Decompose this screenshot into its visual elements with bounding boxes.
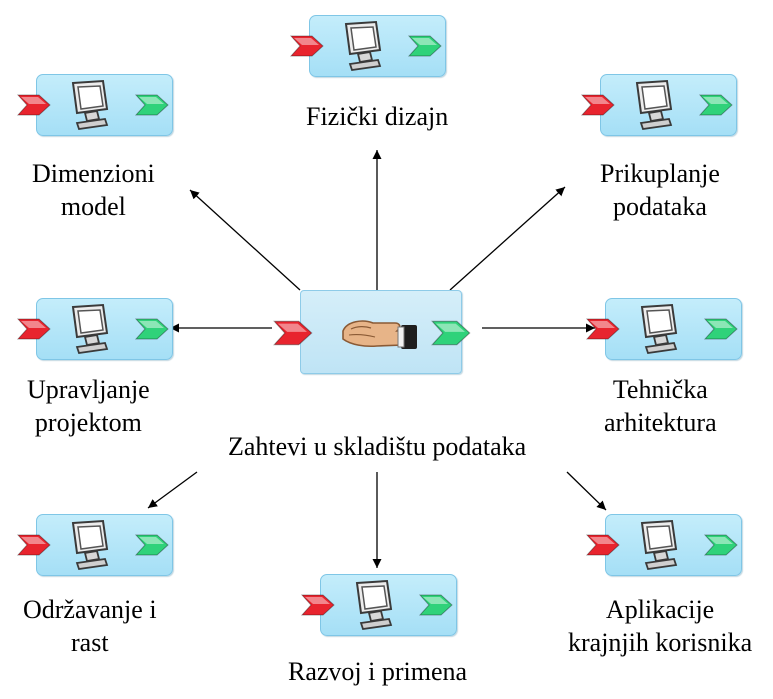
monitor-icon <box>355 579 393 630</box>
output-port-icon <box>135 94 169 116</box>
node-aplikacije-krajnjih-korisnika[interactable] <box>586 514 742 576</box>
output-port-icon <box>419 594 453 616</box>
monitor-icon <box>71 303 109 354</box>
odrzavanje-i-rast-label: Održavanje i rast <box>23 593 157 659</box>
razvoj-i-primena-label: Razvoj i primena <box>288 655 467 688</box>
aplikacije-krajnjih-korisnika-label-line: Aplikacije <box>605 595 715 624</box>
dimenzioni-model-label: Dimenzioni model <box>32 157 155 223</box>
dimenzioni-model-label-line: model <box>60 192 126 221</box>
odrzavanje-i-rast-label-line: rast <box>71 628 109 657</box>
node-prikupljanje-podataka[interactable] <box>581 74 737 136</box>
output-port-icon <box>135 534 169 556</box>
node-razvoj-i-primena[interactable] <box>301 574 457 636</box>
output-port-icon <box>704 534 738 556</box>
odrzavanje-i-rast-label-line: Održavanje i <box>23 595 157 624</box>
upravljanje-projektom-label-line: Upravljanje <box>27 375 150 404</box>
output-port-icon <box>699 94 733 116</box>
arrow-to-prikupljanje-podataka <box>449 186 566 291</box>
monitor-icon <box>640 519 678 570</box>
node-tehnicka-arhitektura[interactable] <box>586 298 742 360</box>
arrow-to-aplikacije-krajnjih-korisnika <box>566 471 607 511</box>
input-port-icon <box>17 534 51 556</box>
arrow-to-dimenzioni-model <box>189 189 301 291</box>
input-port-icon <box>581 94 615 116</box>
hand-icon <box>342 320 417 349</box>
output-port-icon <box>431 320 471 346</box>
output-port-icon <box>704 318 738 340</box>
monitor-icon <box>71 519 109 570</box>
center-node[interactable] <box>273 290 471 374</box>
node-dimenzioni-model[interactable] <box>17 74 173 136</box>
tehnicka-arhitektura-label-line: Tehnička <box>612 375 708 404</box>
fizicki-dizajn-label-line: Fizički dizajn <box>306 102 449 131</box>
razvoj-i-primena-label-line: Razvoj i primena <box>288 657 468 686</box>
input-port-icon <box>17 318 51 340</box>
input-port-icon <box>301 594 335 616</box>
input-port-icon <box>586 534 620 556</box>
node-fizicki-dizajn[interactable] <box>290 15 446 77</box>
output-port-icon <box>135 318 169 340</box>
arrow-to-odrzavanje-i-rast <box>147 471 198 509</box>
input-port-icon <box>17 94 51 116</box>
input-port-icon <box>586 318 620 340</box>
aplikacije-krajnjih-korisnika-label: Aplikacije krajnjih korisnika <box>568 593 752 659</box>
node-upravljanje-projektom[interactable] <box>17 298 173 360</box>
input-port-icon <box>290 35 324 57</box>
prikupljanje-podataka-label: Prikuplanje podataka <box>600 157 720 223</box>
input-port-icon <box>273 320 313 346</box>
tehnicka-arhitektura-label-line: arhitektura <box>604 408 717 437</box>
prikupljanje-podataka-label-line: podataka <box>613 192 707 221</box>
prikupljanje-podataka-label-line: Prikuplanje <box>600 159 720 188</box>
center-label: Zahtevi u skladištu podataka <box>228 432 527 461</box>
monitor-icon <box>640 303 678 354</box>
aplikacije-krajnjih-korisnika-label-line: krajnjih korisnika <box>568 628 753 657</box>
monitor-icon <box>344 20 382 71</box>
upravljanje-projektom-label: Upravljanje projektom <box>27 373 150 439</box>
upravljanje-projektom-label-line: projektom <box>34 408 142 437</box>
output-port-icon <box>408 35 442 57</box>
monitor-icon <box>71 79 109 130</box>
fizicki-dizajn-label: Fizički dizajn <box>306 100 448 133</box>
monitor-icon <box>635 79 673 130</box>
dimenzioni-model-label-line: Dimenzioni <box>32 159 155 188</box>
node-odrzavanje-i-rast[interactable] <box>17 514 173 576</box>
tehnicka-arhitektura-label: Tehnička arhitektura <box>604 373 717 439</box>
